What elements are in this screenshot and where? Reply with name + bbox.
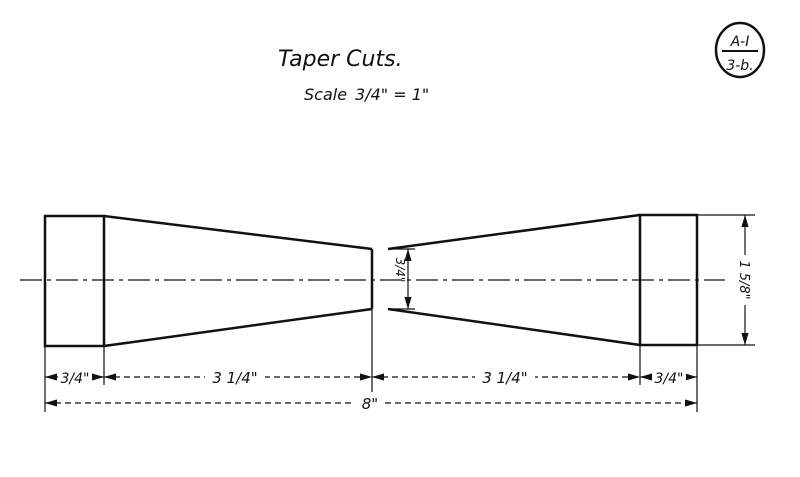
dim-right-taper: 3 1/4" xyxy=(482,369,527,387)
sheet-badge: A-I 3-b. xyxy=(714,21,766,79)
drawing-title: Taper Cuts. xyxy=(278,47,403,72)
dim-right-end: 3/4" xyxy=(655,371,684,387)
scale-value: 3/4" = 1" xyxy=(355,85,429,104)
dim-center-diameter: 3/4" xyxy=(393,258,407,283)
badge-bottom: 3-b. xyxy=(726,58,753,74)
dim-left-taper: 3 1/4" xyxy=(212,369,257,387)
dimension-labels: 3/4" 3 1/4" 3 1/4" 3/4" 8" 1 5/8" 3/4" xyxy=(58,255,755,413)
scale-prefix: Scale xyxy=(304,85,347,104)
extension-lines xyxy=(44,214,755,412)
dim-overall: 8" xyxy=(362,395,378,413)
dim-left-end: 3/4" xyxy=(61,371,90,387)
dim-end-diameter: 1 5/8" xyxy=(736,260,751,299)
badge-top: A-I xyxy=(730,34,750,50)
